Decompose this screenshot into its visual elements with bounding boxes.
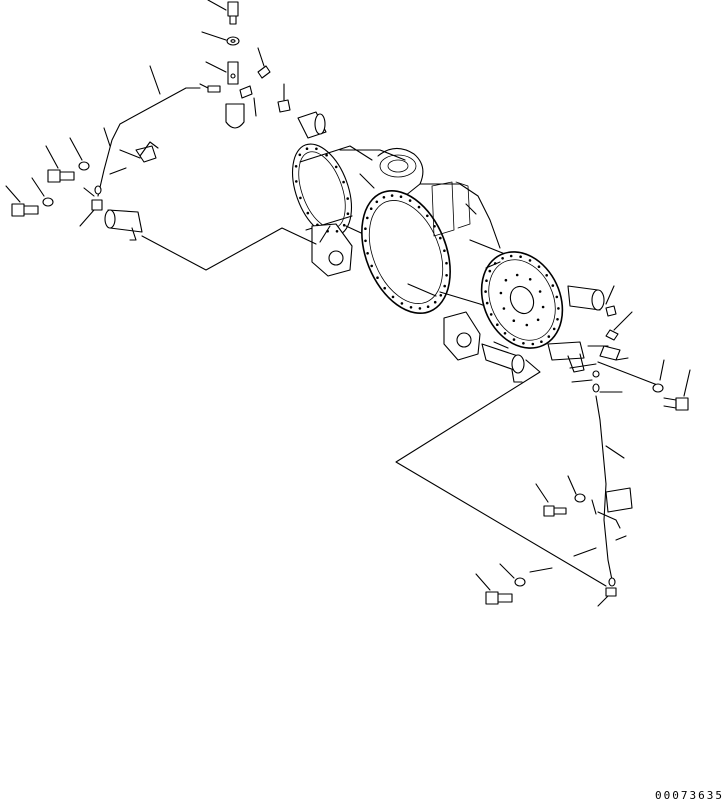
bolt-hole xyxy=(519,255,522,258)
bolt-hole xyxy=(445,261,448,265)
bolt-hole xyxy=(366,216,369,220)
bolt-hole xyxy=(315,147,318,151)
bolt-hole xyxy=(370,264,374,268)
bolt-hole xyxy=(383,286,387,290)
bolt-hole xyxy=(509,254,513,258)
bolt-hole xyxy=(342,180,345,184)
bolt-hole xyxy=(488,269,492,273)
bolt-hole xyxy=(417,205,421,209)
bolt-hole xyxy=(325,153,328,157)
bolt-hole xyxy=(400,302,404,305)
bolt-hole xyxy=(485,279,488,283)
bolt-hole xyxy=(555,295,559,299)
bolt-hole xyxy=(551,284,555,287)
bolt-hole xyxy=(335,230,339,233)
bolt-hole xyxy=(390,194,394,197)
bolt-hole xyxy=(426,305,430,309)
bolt-hole xyxy=(552,327,556,331)
top-fitting-group xyxy=(199,0,291,129)
bolt-hole xyxy=(316,223,319,227)
bolt-hole xyxy=(531,342,535,346)
bolt-hole xyxy=(375,200,379,204)
axle-housing xyxy=(292,143,564,361)
bolt-hole xyxy=(557,307,560,310)
bolt-hole xyxy=(364,239,367,243)
bolt-hole xyxy=(512,319,516,323)
bolt-hole xyxy=(503,332,507,335)
bolt-hole xyxy=(501,257,504,260)
bolt-hole xyxy=(299,196,302,200)
bolt-hole xyxy=(408,199,412,202)
drawing-number: 00073635 xyxy=(655,789,724,802)
bolt-hole xyxy=(376,276,379,280)
bolt-hole xyxy=(515,273,519,277)
bolt-hole xyxy=(545,274,548,277)
bolt-hole xyxy=(439,236,442,240)
housing-leader-lines xyxy=(359,173,477,297)
flange-bolt-dots xyxy=(294,147,560,346)
bolt-hole xyxy=(484,290,487,293)
bolt-hole xyxy=(346,197,350,200)
bolt-hole xyxy=(433,225,436,228)
bolt-hole xyxy=(504,278,508,282)
bolt-hole xyxy=(409,306,413,309)
bolt-hole xyxy=(496,323,499,327)
bolt-hole xyxy=(326,229,329,233)
bolt-hole xyxy=(536,318,540,322)
bolt-hole xyxy=(346,212,350,215)
bolt-hole xyxy=(502,307,506,310)
bolt-hole xyxy=(366,252,369,255)
bolt-hole xyxy=(540,340,543,344)
bolt-hole xyxy=(445,274,448,277)
bolt-hole xyxy=(525,323,529,327)
bolt-hole xyxy=(538,290,542,293)
bolt-hole xyxy=(522,342,525,345)
bolt-hole xyxy=(418,307,422,310)
bolt-hole xyxy=(298,153,302,157)
left-brake-line-group xyxy=(5,65,317,271)
bolt-hole xyxy=(382,196,386,199)
bolt-hole xyxy=(364,227,367,230)
bolt-hole xyxy=(528,259,532,262)
bolt-hole xyxy=(493,262,497,265)
bolt-hole xyxy=(443,249,446,252)
bolt-hole xyxy=(369,207,373,210)
bolt-hole xyxy=(399,195,403,198)
bolt-hole xyxy=(426,214,429,218)
bolt-hole xyxy=(433,300,437,304)
bolt-hole xyxy=(305,147,309,150)
bolt-hole xyxy=(547,335,551,338)
bolt-hole xyxy=(537,265,541,269)
bolt-hole xyxy=(306,211,310,215)
bolt-hole xyxy=(556,318,559,321)
bolt-hole xyxy=(499,291,503,295)
bolt-hole xyxy=(489,313,493,316)
bolt-hole xyxy=(485,301,489,305)
bolt-hole xyxy=(391,295,395,299)
upper-pin xyxy=(297,111,327,139)
bolt-hole xyxy=(528,278,532,281)
bolt-hole xyxy=(295,180,298,183)
bolt-hole xyxy=(294,165,298,168)
bolt-hole xyxy=(541,305,545,309)
bolt-hole xyxy=(439,294,443,297)
right-brake-line-group xyxy=(395,285,691,607)
bolt-hole xyxy=(443,284,447,288)
bolt-hole xyxy=(342,223,346,227)
bolt-hole xyxy=(512,338,516,341)
bolt-hole xyxy=(334,165,338,169)
